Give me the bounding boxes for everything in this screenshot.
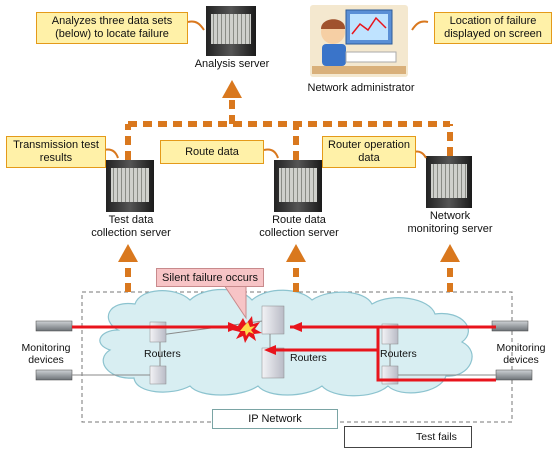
route-data-server-icon [274,160,322,212]
router-right-top-icon [381,323,399,345]
callout-router-operation-text: Router operation data [328,139,410,164]
router-left-top-icon [149,321,167,343]
router-center-top-icon [261,305,285,335]
callout-route-data-text: Route data [185,145,239,158]
legend [344,426,472,448]
analysis-server-label: Analysis server [194,58,270,70]
test-fail-paths [72,325,496,382]
legend-test-fails-label: Test fails [416,431,457,443]
network-administrator-icon [310,5,408,77]
monitoring-device-left-bottom [35,369,73,381]
callout-router-operation: Router operation data [322,136,416,168]
analysis-server-icon [206,6,256,56]
router-left-bottom-icon [149,365,167,385]
route-data-server-label: Route data collection server [259,214,339,239]
test-fail-arrowheads [228,322,302,355]
callout-location: Location of failure displayed on screen [434,12,552,44]
test-data-server-label: Test data collection server [91,214,171,239]
monitoring-device-right-top [491,320,529,332]
callout-route-data: Route data [160,140,264,164]
silent-failure-text: Silent failure occurs [162,271,258,284]
routers-center-label: Routers [290,352,327,364]
test-data-server-icon [106,160,154,212]
network-admin-label: Network administrator [307,82,415,94]
ip-network-text: IP Network [248,413,302,425]
callout-analyzes: Analyzes three data sets (below) to loca… [36,12,188,44]
monitoring-device-right-bottom [495,369,533,381]
silent-failure-label: Silent failure occurs [156,268,264,287]
callout-transmission: Transmission test results [6,136,106,168]
arrow-heads [118,80,460,262]
callout-transmission-text: Transmission test results [13,139,99,164]
callout-analyzes-text: Analyzes three data sets (below) to loca… [51,15,173,40]
callout-location-text: Location of failure displayed on screen [444,15,542,40]
ip-network-label: IP Network [212,409,338,429]
network-monitoring-server-label: Network monitoring server [407,210,493,235]
monitoring-device-left-top [35,320,73,332]
routers-right-label: Routers [380,348,417,360]
monitoring-devices-left-label: Monitoring devices [21,342,71,366]
monitoring-devices-right-label: Monitoring devices [496,342,546,366]
routers-left-label: Routers [144,348,181,360]
network-monitoring-server-icon [426,156,472,208]
